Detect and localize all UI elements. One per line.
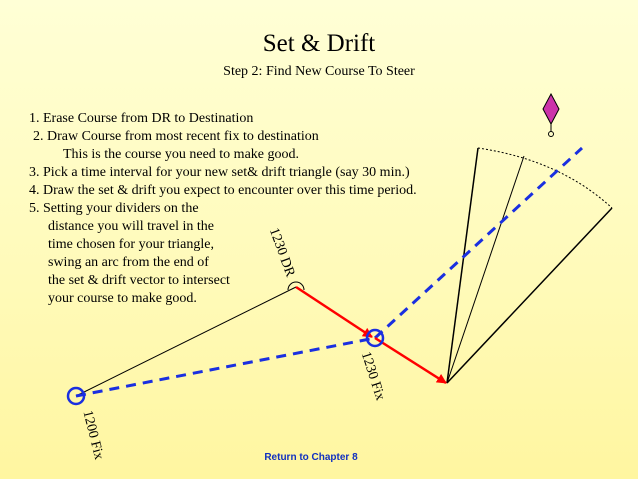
destination-icon: [542, 93, 560, 137]
step-5-line-5: the set & drift vector to intersect: [48, 273, 230, 288]
step-5-line-4: swing an arc from the end of: [48, 255, 209, 270]
step-2-note: This is the course you need to make good…: [63, 147, 300, 162]
course-made-good-line: [75, 336, 376, 398]
fan-line-1: [446, 147, 479, 384]
step-5-line-3: time chosen for your triangle,: [48, 237, 215, 252]
fan-line-2: [446, 155, 525, 384]
slide-title: Set & Drift: [262, 30, 376, 57]
set-drift-vector-2: [374, 336, 447, 385]
course-to-destination-line: [373, 146, 584, 340]
fix-1230-marker: [365, 328, 385, 348]
step-3: 3. Pick a time interval for your new set…: [29, 165, 410, 180]
dr-symbol: [287, 281, 305, 291]
step-4: 4. Draw the set & drift you expect to en…: [29, 183, 417, 198]
step-1: 1. Erase Course from DR to Destination: [29, 111, 254, 126]
fan-line-3: [446, 207, 613, 384]
step-5-line-2: distance you will travel in the: [48, 219, 215, 234]
step-5-line-6: your course to make good.: [48, 291, 197, 306]
set-drift-vector-1: [295, 285, 373, 339]
steps-list: 1. Erase Course from DR to Destination 2…: [29, 110, 417, 308]
dr-course-line: [75, 286, 297, 397]
slide-subtitle: Step 2: Find New Course To Steer: [223, 64, 415, 79]
divider-arc: [477, 147, 613, 209]
fix-1200-marker: [66, 386, 86, 406]
step-2: 2. Draw Course from most recent fix to d…: [33, 129, 319, 144]
return-to-chapter-link[interactable]: Return to Chapter 8: [264, 452, 358, 463]
step-5: 5. Setting your dividers on the: [29, 201, 199, 216]
